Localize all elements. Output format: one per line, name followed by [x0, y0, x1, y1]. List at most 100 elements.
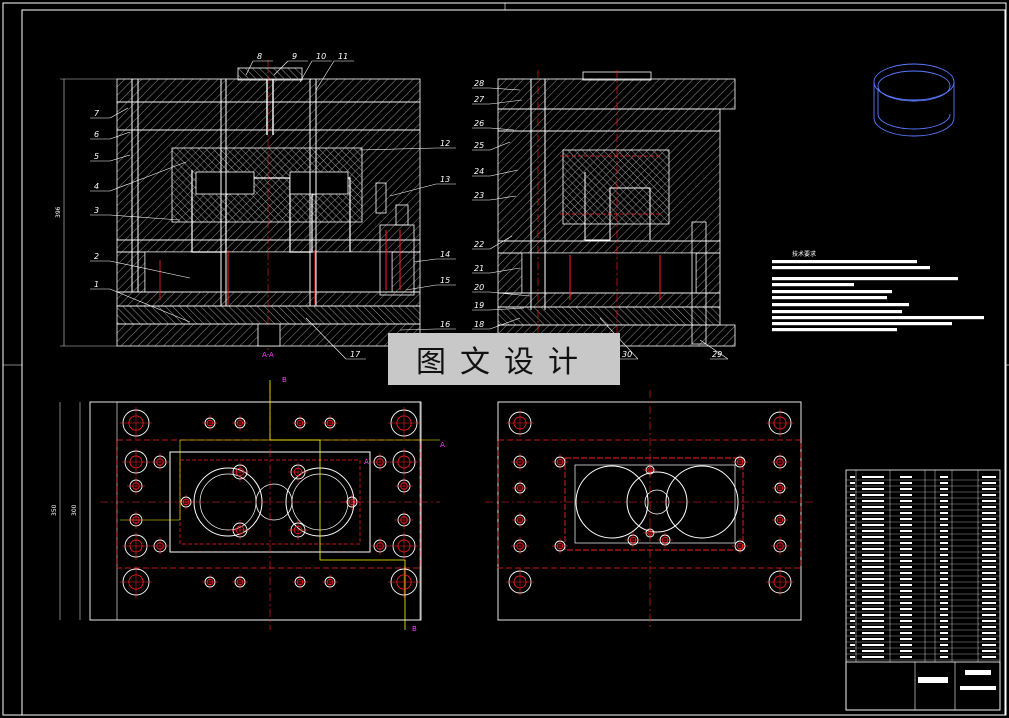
- bom-row: [846, 530, 1000, 535]
- bolt-hole: [625, 532, 641, 548]
- bom-row: [846, 572, 1000, 577]
- callout-label-8: 8: [257, 52, 262, 61]
- bolt-hole: [771, 537, 789, 555]
- tech-note-line: [772, 290, 892, 294]
- bolt-hole: [552, 454, 568, 470]
- callout-23: 23: [472, 191, 517, 201]
- plan-outer-dimension: 350: [51, 504, 58, 516]
- callout-label-13: 13: [440, 175, 450, 184]
- callout-label-14: 14: [440, 250, 450, 259]
- callout-6: 6: [90, 130, 131, 140]
- bolt-hole: [127, 511, 145, 529]
- callout-label-10: 10: [316, 52, 326, 61]
- callout-label-5: 5: [94, 152, 99, 161]
- callout-label-26: 26: [474, 119, 484, 128]
- callout-26: 26: [472, 119, 515, 131]
- tech-note-line: [772, 328, 897, 332]
- callout-16: 16: [399, 320, 456, 331]
- bolt-hole: [732, 538, 748, 554]
- bom-row: [846, 644, 1000, 649]
- bolt-hole: [772, 480, 788, 496]
- callout-label-4: 4: [94, 182, 99, 191]
- callout-label-18: 18: [474, 320, 484, 329]
- bolt-hole: [390, 532, 418, 560]
- bolt-hole: [395, 511, 413, 529]
- bom-row: [846, 482, 1000, 487]
- bom-row: [846, 602, 1000, 607]
- bolt-hole: [766, 409, 794, 437]
- bolt-hole: [292, 415, 308, 431]
- plan-view-right: [485, 390, 815, 630]
- plan-view-left: 350 300 B A A B: [51, 376, 445, 633]
- callout-label-3: 3: [94, 206, 99, 215]
- callout-11: 11: [315, 52, 354, 91]
- bolt-hole: [292, 574, 308, 590]
- callout-label-6: 6: [94, 130, 99, 139]
- bolt-hole: [288, 520, 308, 540]
- title-block: [845, 469, 1001, 711]
- callout-14: 14: [413, 250, 456, 263]
- bolt-hole: [506, 409, 534, 437]
- bolt-hole: [390, 448, 418, 476]
- callout-label-19: 19: [474, 301, 484, 310]
- bolt-hole: [232, 574, 248, 590]
- bolt-hole: [552, 538, 568, 554]
- callout-label-25: 25: [474, 141, 484, 150]
- callout-label-9: 9: [292, 52, 297, 61]
- callout-25: 25: [472, 141, 511, 151]
- callout-27: 27: [472, 95, 523, 105]
- callout-18: 18: [472, 317, 521, 330]
- bom-row: [846, 638, 1000, 643]
- callout-12: 12: [359, 139, 456, 151]
- bolt-hole: [371, 537, 389, 555]
- bolt-hole: [322, 415, 338, 431]
- bolt-hole: [230, 462, 250, 482]
- tech-note-line: [772, 303, 909, 307]
- callout-13: 13: [389, 175, 456, 197]
- watermark-stamp: 图文设计: [388, 333, 620, 385]
- front-height-dimension: 396: [55, 206, 62, 218]
- bom-row: [846, 596, 1000, 601]
- callout-label-15: 15: [440, 276, 450, 285]
- callout-label-7: 7: [94, 109, 100, 118]
- bom-row: [846, 554, 1000, 559]
- bolt-hole: [506, 568, 534, 596]
- bolt-hole: [120, 566, 152, 598]
- bolt-hole: [395, 477, 413, 495]
- callout-label-11: 11: [338, 52, 348, 61]
- callout-label-17: 17: [350, 350, 361, 359]
- callout-8: 8: [245, 52, 273, 76]
- section-mark-a-right: A: [440, 441, 445, 449]
- callout-5: 5: [90, 152, 131, 162]
- bom-row: [846, 476, 1000, 481]
- tech-note-line: [772, 316, 984, 320]
- plan-inner-dimension: 300: [71, 504, 78, 516]
- callout-label-20: 20: [474, 283, 484, 292]
- bom-row: [846, 524, 1000, 529]
- bolt-hole: [511, 453, 529, 471]
- tech-note-line: [772, 277, 958, 281]
- bom-row: [846, 650, 1000, 655]
- bom-row: [846, 614, 1000, 619]
- callout-24: 24: [472, 167, 519, 177]
- frame-border: [21, 9, 1006, 716]
- callout-label-2: 2: [94, 252, 99, 261]
- bolt-hole: [344, 494, 360, 510]
- callout-label-27: 27: [474, 95, 485, 104]
- callout-label-24: 24: [474, 167, 484, 176]
- bolt-hole: [512, 512, 528, 528]
- bolt-hole: [122, 448, 150, 476]
- bolt-hole: [122, 532, 150, 560]
- bolt-hole: [202, 574, 218, 590]
- bolt-hole: [202, 415, 218, 431]
- front-section-view: 396: [55, 60, 421, 350]
- bom-row: [846, 608, 1000, 613]
- bolt-hole: [127, 477, 145, 495]
- callout-label-12: 12: [440, 139, 450, 148]
- section-mark-b-bottom: B: [412, 625, 417, 633]
- bom-row: [846, 656, 1000, 661]
- bolt-hole: [151, 453, 169, 471]
- bom-row: [846, 500, 1000, 505]
